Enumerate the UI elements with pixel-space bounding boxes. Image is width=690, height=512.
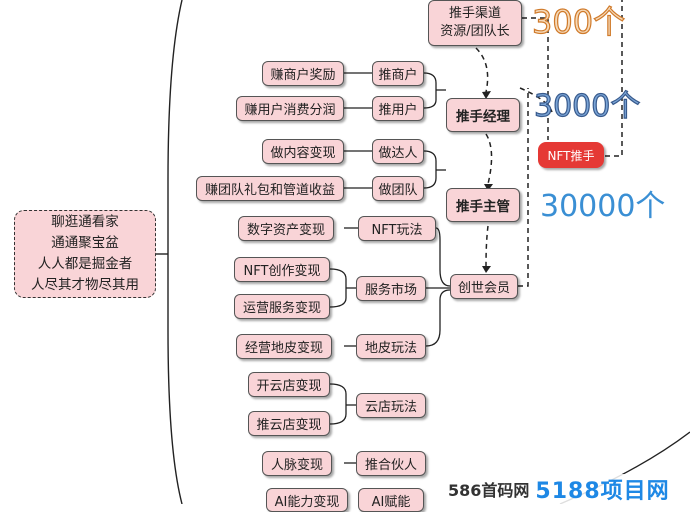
watermark: 586首码网 5188项目网 — [448, 474, 690, 504]
root-line: 人尽其才物尽其用 — [31, 277, 139, 293]
root-line: 人人都是掘金者 — [37, 256, 133, 272]
item-node: 赚用户消费分润 — [236, 96, 344, 121]
item-node: 赚商户奖励 — [262, 61, 344, 86]
watermark-logo: 5188项目网 — [535, 479, 670, 504]
category-node: 云店玩法 — [356, 393, 426, 418]
item-node: 做内容变现 — [262, 139, 344, 164]
root-line: 聊逛通看家 — [51, 214, 119, 230]
category-node: 推商户 — [372, 61, 424, 86]
root-node: 聊逛通看家 通通聚宝盆 人人都是掘金者 人尽其才物尽其用 — [14, 210, 156, 298]
level-node-manager: 推手经理 — [446, 98, 520, 132]
category-node: 推合伙人 — [356, 451, 426, 476]
nft-promoter-badge: NFT推手 — [538, 142, 604, 168]
arrow-heads — [482, 91, 493, 273]
item-node: 数字资产变现 — [238, 216, 334, 241]
watermark-text: 586首码网 — [448, 481, 530, 500]
item-node: NFT创作变现 — [234, 257, 330, 282]
level-arrows — [475, 0, 623, 287]
root-line: 通通聚宝盆 — [51, 235, 119, 251]
count-3000: 3000个 — [533, 89, 641, 124]
item-node: 经营地皮变现 — [236, 334, 332, 359]
item-node: 人脉变现 — [262, 451, 332, 476]
item-node: 运营服务变现 — [234, 294, 330, 319]
item-node: 赚团队礼包和管道收益 — [196, 176, 344, 201]
item-node: AI能力变现 — [266, 488, 348, 512]
level-node-channel: 推手渠道 资源/团队长 — [428, 0, 522, 46]
category-node: 服务市场 — [356, 276, 426, 301]
count-30000: 30000个 — [540, 189, 666, 224]
item-connectors — [329, 72, 372, 464]
count-300: 300个 — [531, 3, 626, 41]
category-brackets — [423, 72, 451, 347]
level-node-director: 推手主管 — [446, 188, 520, 222]
item-node: 推云店变现 — [248, 411, 330, 436]
level-node-member: 创世会员 — [450, 274, 518, 299]
category-node: 推用户 — [372, 96, 424, 121]
item-node: 开云店变现 — [248, 372, 330, 397]
root-brace — [167, 0, 183, 504]
category-node: AI赋能 — [358, 488, 424, 512]
category-node: 做团队 — [372, 176, 424, 201]
category-node: 地皮玩法 — [356, 334, 426, 359]
category-node: NFT玩法 — [358, 216, 436, 241]
category-node: 做达人 — [372, 139, 424, 164]
